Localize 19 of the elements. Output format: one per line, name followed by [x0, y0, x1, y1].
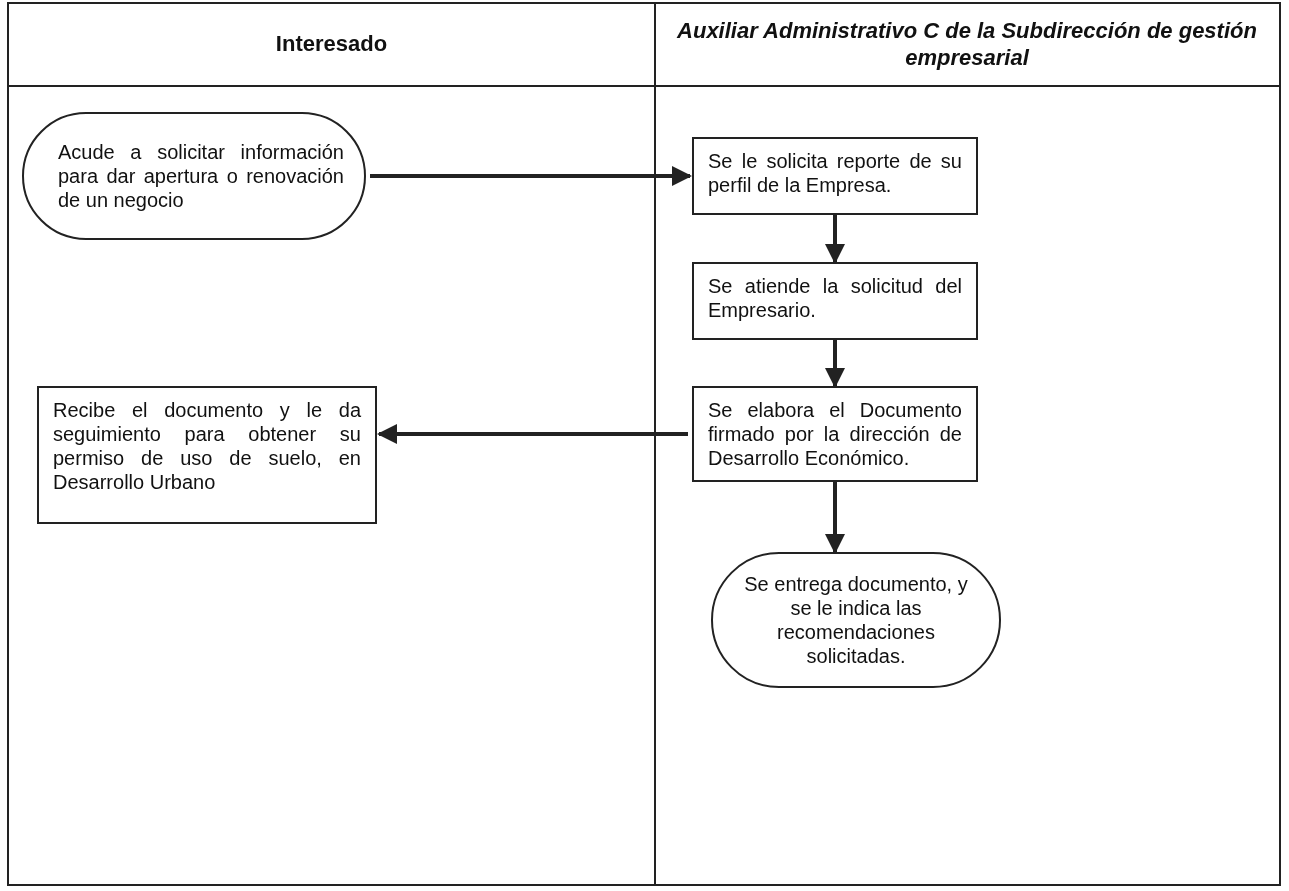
step-text: Se elabora el Documento firmado por la dirección de Desarrollo Económico.	[708, 398, 962, 470]
lane-header: Auxiliar Administrativo C de la Subdirección de gestión empresarial	[675, 18, 1258, 71]
step-text: Se atiende la solicitud del Empresario.	[708, 274, 962, 322]
step-text: Se le solicita reporte de su perfil de la Empresa.	[708, 149, 962, 197]
arrow	[825, 482, 845, 554]
swimlane	[7, 2, 656, 886]
arrow	[370, 166, 692, 186]
process-box	[692, 262, 978, 340]
process-box	[692, 386, 978, 482]
swimlane	[655, 2, 1281, 886]
step-text: Se entrega documento, y se le indica las recomendaciones solicitadas.	[743, 572, 969, 668]
step-text: Acude a solicitar información para dar apertura o renovación de un negocio	[58, 140, 344, 212]
lane-header: Interesado	[275, 31, 388, 58]
arrow	[825, 215, 845, 264]
process-box	[692, 137, 978, 215]
process-box	[37, 386, 377, 524]
arrow	[825, 340, 845, 388]
arrow	[377, 424, 688, 444]
step-text: Recibe el documento y le da seguimiento para obtener su permiso de uso de suelo, en Desarrollo Urbano	[53, 398, 361, 494]
